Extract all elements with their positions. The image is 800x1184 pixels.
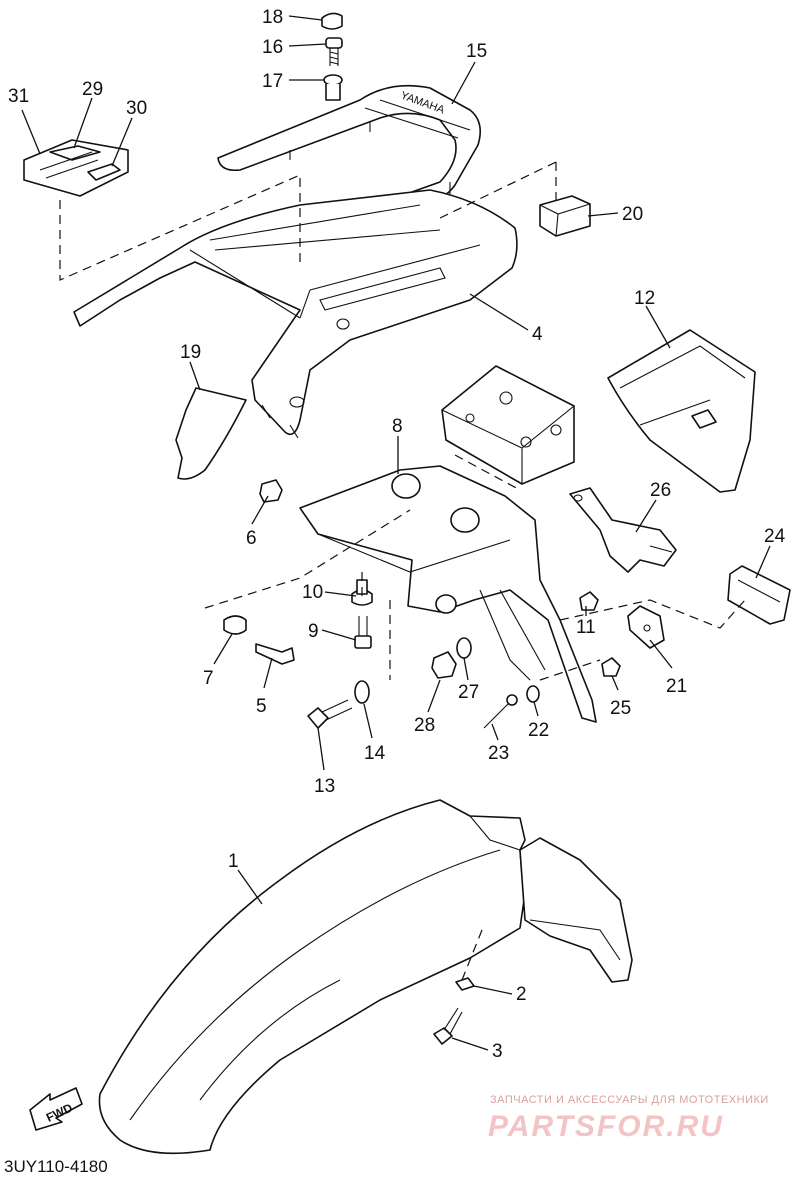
callout-labels: 18 16 17 15 31 29 30 20 4 12 19 8 26 6 2… <box>8 7 786 1062</box>
callout-17: 17 <box>262 71 283 92</box>
part-19-flap <box>175 387 247 480</box>
callout-26: 26 <box>650 480 671 501</box>
callout-30: 30 <box>126 98 147 119</box>
diagram-code: 3UY110-4180 <box>4 1157 108 1176</box>
part-17-collar <box>323 74 343 101</box>
callout-16: 16 <box>262 37 283 58</box>
callout-25: 25 <box>610 698 631 719</box>
callout-19: 19 <box>180 342 201 363</box>
callout-4: 4 <box>532 324 543 345</box>
callout-12: 12 <box>634 288 655 309</box>
callout-13: 13 <box>314 776 335 797</box>
callout-21: 21 <box>666 676 687 697</box>
callout-22: 22 <box>528 720 549 741</box>
callout-6: 6 <box>246 528 257 549</box>
part-26-plate-bracket <box>569 487 677 573</box>
watermark: ЗАПЧАСТИ И АКСЕССУАРЫ ДЛЯ МОТОТЕХНИКИ PA… <box>488 1094 769 1143</box>
part-bracket-box <box>441 365 575 485</box>
callout-9: 9 <box>308 621 319 642</box>
callout-3: 3 <box>492 1041 503 1062</box>
callout-31: 31 <box>8 86 29 107</box>
part-16-bolt <box>325 37 343 66</box>
callout-10: 10 <box>302 582 323 603</box>
fwd-arrow-icon: FWD <box>29 1087 83 1131</box>
callout-8: 8 <box>392 416 403 437</box>
callout-27: 27 <box>458 682 479 703</box>
callout-24: 24 <box>764 526 786 547</box>
part-24-reflector <box>727 565 791 625</box>
callout-14: 14 <box>364 743 386 764</box>
part-12-cover <box>607 329 756 493</box>
part-1-rear-fender <box>98 799 633 1155</box>
callout-5: 5 <box>256 696 267 717</box>
part-20-pad <box>539 195 591 237</box>
part-21-bracket <box>627 605 665 649</box>
watermark-tagline: ЗАПЧАСТИ И АКСЕССУАРЫ ДЛЯ МОТОТЕХНИКИ <box>490 1094 769 1106</box>
callout-28: 28 <box>414 715 435 736</box>
callout-7: 7 <box>203 668 214 689</box>
watermark-logo-text: PARTSFOR.RU <box>488 1110 724 1143</box>
part-8-rear-bracket <box>299 465 597 723</box>
leader-lines <box>21 15 771 1051</box>
part-4-rear-cowl <box>73 189 518 439</box>
assembly-lines <box>59 161 746 981</box>
part-31-29-30-emblems <box>23 139 129 197</box>
callout-1: 1 <box>228 851 239 872</box>
callout-2: 2 <box>516 984 527 1005</box>
part-18-cap <box>321 12 343 30</box>
callout-23: 23 <box>488 743 509 764</box>
callout-20: 20 <box>622 204 643 225</box>
callout-18: 18 <box>262 7 283 28</box>
callout-11: 11 <box>576 617 596 638</box>
callout-29: 29 <box>82 79 103 100</box>
callout-15: 15 <box>466 41 487 62</box>
